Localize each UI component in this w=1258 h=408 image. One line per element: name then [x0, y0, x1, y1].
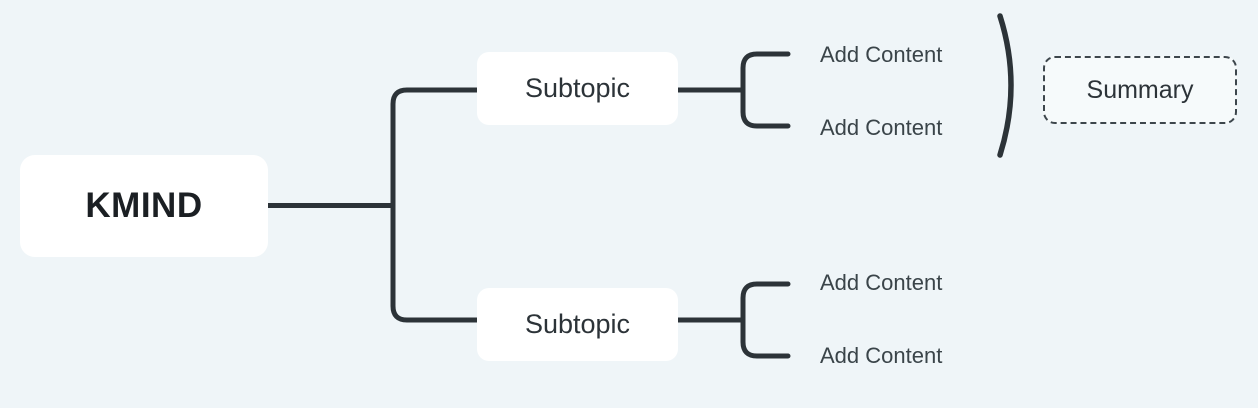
root-label: KMIND	[85, 186, 203, 225]
mindmap-node-summary[interactable]: Summary	[1043, 56, 1237, 124]
subtopic-2-label: Subtopic	[524, 309, 631, 339]
mindmap-node-root[interactable]: KMIND	[20, 155, 268, 257]
summary-label: Summary	[1086, 75, 1194, 104]
subtopic-1-label: Subtopic	[524, 73, 631, 103]
add-content-2-label: Add Content	[820, 115, 943, 140]
mindmap-node-add-content-4[interactable]: Add Content	[820, 341, 1010, 371]
mindmap-node-add-content-3[interactable]: Add Content	[820, 268, 1010, 298]
mindmap-node-add-content-1[interactable]: Add Content	[820, 40, 1010, 70]
edge-trunk-to-branch-bottom	[390, 203, 480, 323]
edge-branch-top-bracket	[740, 51, 791, 129]
add-content-4-label: Add Content	[820, 343, 943, 368]
add-content-3-label: Add Content	[820, 270, 943, 295]
edge-branch-bottom-bracket	[740, 281, 791, 359]
add-content-1-label: Add Content	[820, 42, 943, 67]
mindmap-node-subtopic-2[interactable]: Subtopic	[477, 288, 678, 361]
mindmap-node-subtopic-1[interactable]: Subtopic	[477, 52, 678, 125]
mindmap-node-add-content-2[interactable]: Add Content	[820, 113, 1010, 143]
edge-trunk-to-branch-top	[390, 87, 480, 208]
